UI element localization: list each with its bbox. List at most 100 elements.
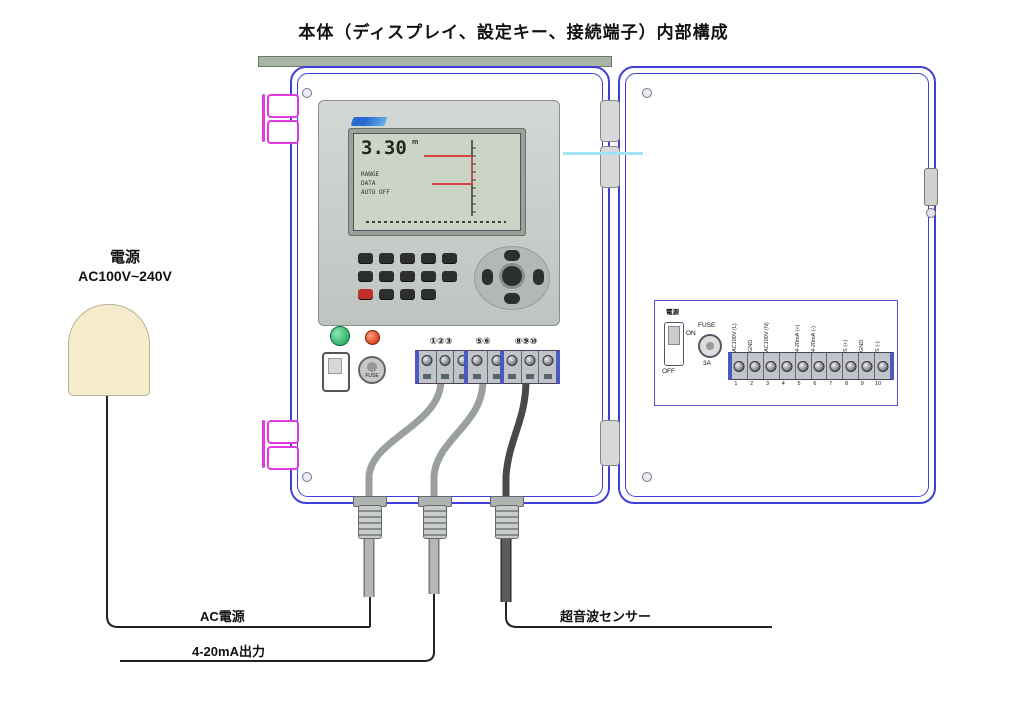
latch-top-2 bbox=[600, 146, 620, 188]
terminal bbox=[522, 351, 540, 383]
door-switch-on-label: ON bbox=[686, 330, 696, 337]
door-terminal-number: 10 bbox=[875, 381, 882, 387]
door-switch-off-label: OFF bbox=[662, 368, 675, 375]
door-terminal-label: GND bbox=[859, 339, 865, 352]
power-supply-label: 電源 bbox=[109, 249, 140, 266]
screw-head-icon bbox=[642, 472, 652, 482]
key-button bbox=[442, 271, 457, 281]
terminal bbox=[748, 353, 764, 379]
hinge-plate bbox=[267, 120, 299, 144]
key-button bbox=[442, 253, 457, 263]
status-line: DATA bbox=[361, 180, 376, 187]
latch-bottom bbox=[600, 420, 620, 466]
terminal bbox=[780, 353, 796, 379]
terminal-group-label-1: ①②③ bbox=[429, 336, 453, 346]
door-fuse-label: FUSE bbox=[698, 322, 716, 329]
terminal bbox=[732, 353, 748, 379]
screw-head-icon bbox=[302, 472, 312, 482]
latch-top-1 bbox=[600, 100, 620, 142]
display-status-lines: RANGE DATA AUTO OFF bbox=[361, 170, 390, 197]
wire-output bbox=[430, 379, 487, 500]
cable-gland-1-body bbox=[358, 505, 382, 539]
nav-down-icon bbox=[504, 293, 520, 304]
enclosure-door bbox=[618, 66, 936, 504]
door-handle bbox=[924, 168, 938, 206]
brand-logo bbox=[350, 117, 388, 126]
sensor-line bbox=[505, 602, 772, 628]
terminal bbox=[437, 351, 455, 383]
door-power-label: 電源 bbox=[666, 309, 679, 316]
led-green bbox=[330, 326, 350, 346]
terminal bbox=[419, 351, 437, 383]
terminal bbox=[468, 351, 488, 383]
highlight-artifact bbox=[563, 152, 643, 155]
key-button bbox=[379, 271, 394, 281]
key-button bbox=[379, 253, 394, 263]
led-red bbox=[365, 330, 380, 345]
key-button bbox=[358, 253, 373, 263]
door-terminal-label: 4-20mA (-) bbox=[811, 326, 817, 352]
diagram-title: 本体（ディスプレイ、設定キー、接続端子）内部構成 bbox=[298, 23, 729, 42]
screw-head-icon bbox=[302, 88, 312, 98]
hinge-top bbox=[262, 94, 299, 144]
key-button bbox=[400, 253, 415, 263]
key-button bbox=[421, 271, 436, 281]
display-unit: m bbox=[412, 139, 419, 146]
terminal bbox=[539, 351, 556, 383]
door-terminal-number: 3 bbox=[765, 381, 770, 387]
key-button bbox=[358, 271, 373, 281]
door-fuse bbox=[698, 334, 722, 358]
door-terminal-label bbox=[826, 312, 834, 352]
terminal bbox=[843, 353, 860, 379]
power-switch bbox=[322, 352, 350, 392]
wire-power bbox=[365, 379, 445, 500]
terminal bbox=[764, 353, 780, 379]
status-line: RANGE bbox=[361, 171, 380, 178]
door-terminal-number: 9 bbox=[860, 381, 864, 387]
door-terminal-number: 1 bbox=[734, 381, 738, 387]
key-button bbox=[421, 289, 436, 299]
fuse-cap-icon bbox=[367, 362, 377, 372]
cable-gland-3-body bbox=[495, 505, 519, 539]
door-terminal-label: AC100V (N) bbox=[764, 322, 770, 352]
display-chart bbox=[366, 140, 506, 223]
door-terminal-label: AC100V (L) bbox=[732, 323, 738, 352]
label-output: 4-20mA出力 bbox=[192, 644, 265, 659]
door-fuse-cap-icon bbox=[706, 342, 714, 350]
output-line bbox=[120, 594, 435, 662]
chart-trace bbox=[424, 155, 472, 185]
hinge-plate bbox=[267, 446, 299, 470]
door-switch-rocker bbox=[668, 326, 680, 345]
door-terminal-number: 6 bbox=[813, 381, 817, 387]
terminal bbox=[827, 353, 844, 379]
door-terminal-label: 4-20mA (+) bbox=[795, 324, 801, 352]
power-voltage-label: AC100V~240V bbox=[78, 268, 172, 284]
terminal-block-sensor bbox=[500, 350, 560, 384]
fuse-holder: FUSE bbox=[358, 356, 386, 384]
label-ac-power: AC電源 bbox=[200, 609, 245, 624]
hinge-pin-icon bbox=[262, 420, 265, 468]
ac-power-line bbox=[106, 394, 370, 628]
terminal bbox=[812, 353, 828, 379]
terminal-group-label-2: ⑤⑥ bbox=[475, 336, 491, 346]
door-terminal-label bbox=[778, 312, 786, 352]
key-button bbox=[400, 289, 415, 299]
key-button bbox=[421, 253, 436, 263]
display-reading: 3.30 bbox=[361, 137, 407, 159]
door-terminal-number: 8 bbox=[844, 381, 849, 387]
fuse-label: FUSE bbox=[365, 373, 379, 379]
door-terminal-number: 5 bbox=[797, 381, 801, 387]
nav-center-button bbox=[502, 266, 522, 286]
nav-right-icon bbox=[533, 269, 544, 285]
status-line: AUTO OFF bbox=[361, 189, 390, 196]
door-terminal-label: GND bbox=[748, 339, 754, 352]
door-terminal-strip bbox=[728, 352, 894, 380]
terminal bbox=[875, 353, 890, 379]
power-plug bbox=[68, 304, 150, 396]
terminal bbox=[796, 353, 812, 379]
terminal-group-label-3: ⑧⑨⑩ bbox=[514, 336, 538, 346]
hinge-plate bbox=[267, 420, 299, 444]
display-screen: 3.30 m RANGE DATA AUTO OFF bbox=[353, 133, 521, 231]
